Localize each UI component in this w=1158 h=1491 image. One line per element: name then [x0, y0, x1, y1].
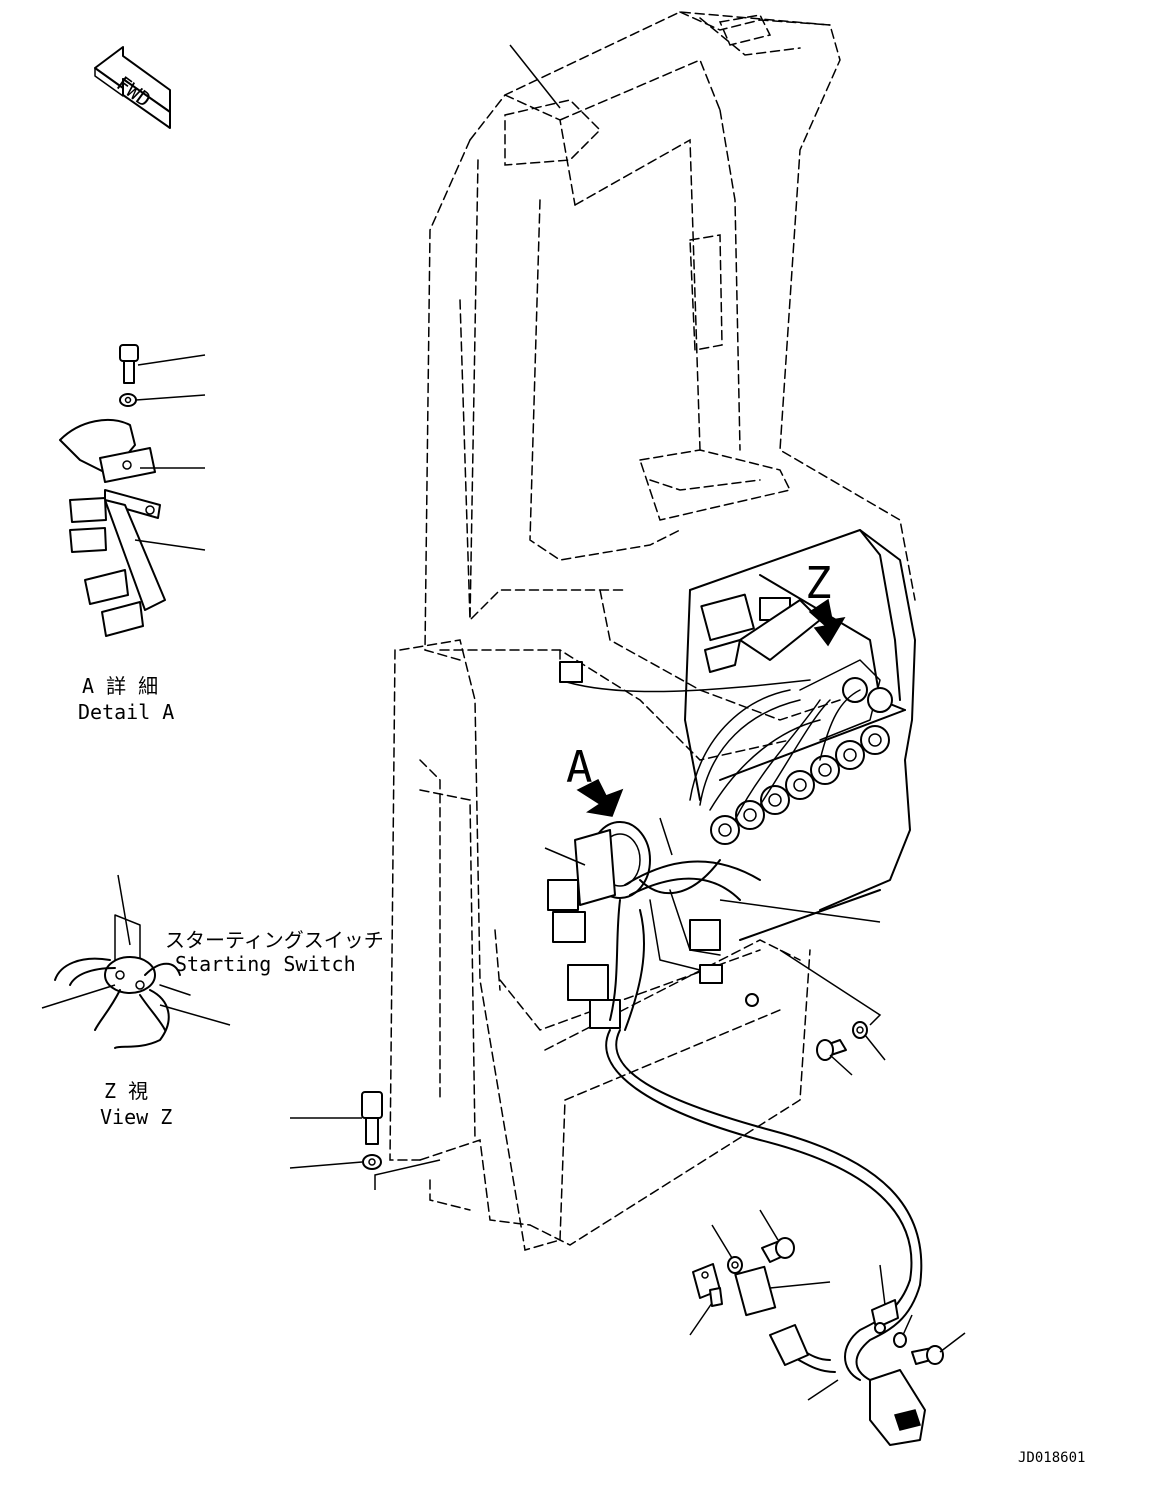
detail-a-label-jp: A 詳 細: [82, 674, 158, 698]
starting-switch-label-jp: スターティングスイッチ: [165, 928, 384, 952]
view-z-label-en: View Z: [100, 1105, 172, 1129]
view-z-drawing: [54, 914, 191, 1049]
starting-switch-label-en: Starting Switch: [175, 952, 356, 976]
switch-panel: [559, 529, 916, 941]
switch-cylinders: [710, 677, 893, 845]
lower-hardware: [361, 1021, 944, 1365]
callout-letter-z: Z: [805, 558, 832, 609]
callout-arrow-z-icon: [808, 598, 846, 647]
cab-frame-outline: [389, 11, 916, 1251]
starting-switch-assembly: [547, 821, 926, 1446]
detail-a-label-en: Detail A: [78, 700, 174, 724]
callout-arrow-a-icon: [576, 778, 624, 817]
detail-a-drawing: [59, 344, 166, 637]
view-z-label-jp: Z 視: [104, 1079, 148, 1103]
drawing-id: JD018601: [1018, 1450, 1085, 1466]
leader-lines: [41, 44, 966, 1401]
fwd-arrow-icon: FWD: [94, 46, 171, 129]
callout-letter-a: A: [566, 742, 593, 793]
